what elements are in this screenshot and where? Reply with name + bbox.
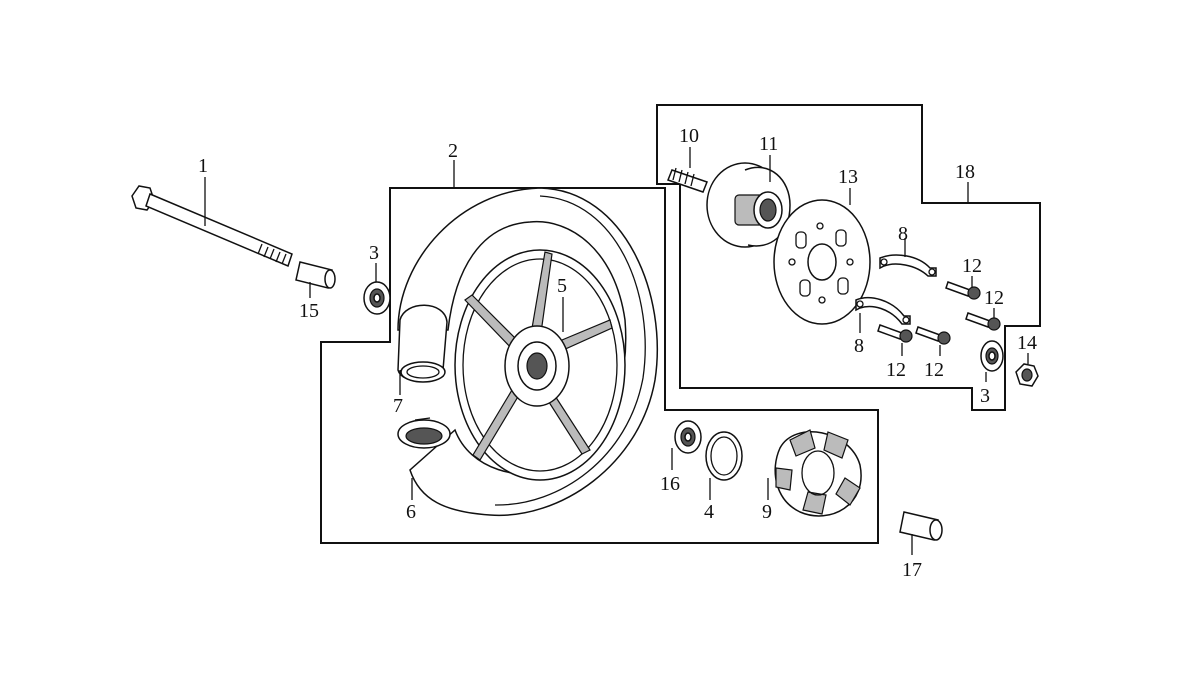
callout-11: 11	[759, 133, 778, 155]
callout-9: 9	[762, 501, 772, 523]
callout-6: 6	[406, 501, 416, 523]
callout-15: 15	[299, 300, 319, 322]
callout-18: 18	[955, 161, 975, 183]
callout-3a: 3	[369, 242, 379, 264]
callout-8b: 8	[854, 335, 864, 357]
hub-bearing	[980, 340, 1004, 372]
inner-tube-sleeve	[397, 304, 448, 383]
lower-lock-plate	[855, 296, 911, 325]
hub-stud	[667, 167, 708, 193]
callout-12d: 12	[924, 359, 944, 381]
callout-8a: 8	[898, 223, 908, 245]
sprocket-hub	[706, 162, 791, 248]
o-ring	[705, 431, 743, 481]
wheel-assembly-outline	[320, 187, 879, 544]
callout-12a: 12	[962, 255, 982, 277]
callout-14: 14	[1017, 332, 1037, 354]
callout-2: 2	[448, 140, 458, 162]
callout-16: 16	[660, 473, 680, 495]
sprocket-plate	[773, 199, 871, 325]
right-bearing	[674, 420, 702, 454]
callout-10: 10	[679, 125, 699, 147]
callout-3b: 3	[980, 385, 990, 407]
upper-lock-plate	[879, 254, 937, 277]
rim-band	[397, 417, 451, 449]
axle-collar	[295, 261, 336, 289]
callout-4: 4	[704, 501, 714, 523]
callout-17: 17	[902, 559, 922, 581]
sprocket-bolt-1	[945, 281, 981, 300]
sprocket-bolt-4	[915, 326, 951, 345]
callout-7: 7	[393, 395, 403, 417]
sprocket-bolt-2	[965, 312, 1001, 331]
axle-nut	[1015, 363, 1039, 387]
callout-12b: 12	[984, 287, 1004, 309]
spacer-collar	[899, 511, 943, 541]
callout-5: 5	[557, 275, 567, 297]
rim-with-spokes	[454, 249, 626, 481]
callout-1: 1	[198, 155, 208, 177]
sprocket-bolt-3	[877, 324, 913, 343]
callout-13: 13	[838, 166, 858, 188]
callout-12c: 12	[886, 359, 906, 381]
axle-bolt	[131, 185, 293, 268]
damper-rubber	[774, 429, 862, 517]
left-bearing	[363, 281, 391, 315]
